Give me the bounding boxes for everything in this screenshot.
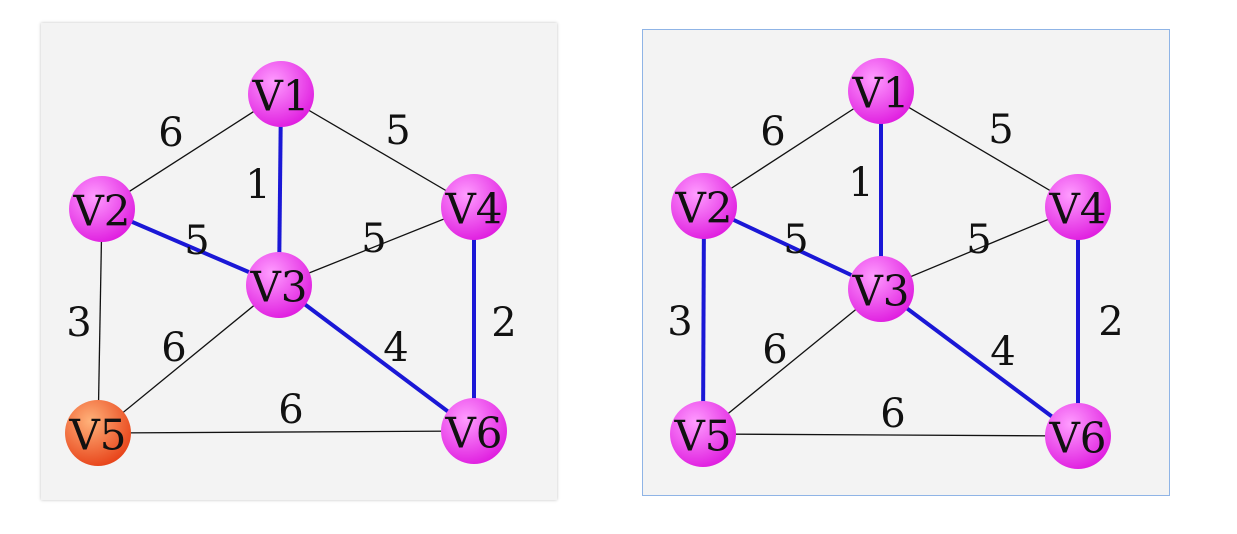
node-v3: V3 — [246, 252, 312, 318]
edge-v3-v6 — [277, 283, 476, 433]
node-label: V2 — [674, 184, 732, 233]
edge-weight-v2-v3: 5 — [783, 217, 808, 263]
edge-weight-v3-v5: 6 — [762, 327, 787, 373]
edge-weight-v1-v4: 5 — [385, 108, 410, 154]
edge-v1-v2 — [101, 93, 282, 210]
edge-v3-v6 — [879, 287, 1080, 438]
node-v1: V1 — [248, 61, 314, 127]
edge-v5-v6 — [702, 433, 1079, 437]
node-label: V4 — [1048, 185, 1106, 234]
node-v5: V5 — [65, 400, 131, 466]
edge-weight-v1-v3: 1 — [848, 160, 873, 206]
edge-v3-v4 — [880, 206, 1079, 290]
node-label: V3 — [851, 267, 909, 316]
node-circle — [248, 61, 314, 127]
node-v6: V6 — [1045, 403, 1111, 469]
node-label: V3 — [249, 263, 307, 312]
edge-weight-v3-v6: 4 — [990, 329, 1015, 375]
edge-weight-v1-v3: 1 — [245, 162, 270, 208]
node-circle — [69, 176, 135, 242]
edge-weight-v5-v6: 6 — [278, 387, 303, 433]
node-v3: V3 — [848, 256, 914, 322]
node-v2: V2 — [69, 176, 135, 242]
node-v4: V4 — [441, 174, 507, 240]
node-circle — [1045, 403, 1111, 469]
edge-v2-v5 — [701, 205, 706, 435]
edge-v3-v5 — [702, 288, 882, 435]
node-v6: V6 — [441, 398, 507, 464]
edge-v1-v4 — [880, 90, 1079, 208]
edge-v3-v4 — [278, 206, 475, 286]
edge-v1-v4 — [280, 93, 475, 208]
node-label: V1 — [251, 72, 309, 121]
edge-v2-v5 — [97, 208, 103, 434]
node-v4: V4 — [1045, 174, 1111, 240]
edge-weight-v3-v6: 4 — [383, 325, 408, 371]
edge-v3-v5 — [97, 284, 280, 434]
node-label: V5 — [68, 411, 126, 460]
edge-weight-v1-v2: 6 — [760, 109, 785, 155]
edge-v1-v2 — [703, 90, 882, 207]
node-v5: V5 — [670, 401, 736, 467]
node-circle — [441, 174, 507, 240]
node-circle — [848, 58, 914, 124]
edge-weight-v1-v4: 5 — [988, 107, 1013, 153]
edge-weight-v3-v4: 5 — [361, 216, 386, 262]
edge-weight-v2-v3: 5 — [184, 218, 209, 264]
node-circle — [441, 398, 507, 464]
edge-v5-v6 — [97, 430, 475, 434]
edge-weight-v2-v5: 3 — [66, 300, 91, 346]
node-label: V4 — [444, 185, 502, 234]
node-label: V6 — [444, 409, 502, 458]
node-v1: V1 — [848, 58, 914, 124]
node-label: V5 — [673, 412, 731, 461]
edge-weight-v1-v2: 6 — [158, 110, 183, 156]
node-circle — [246, 252, 312, 318]
node-circle — [1045, 174, 1111, 240]
node-v2: V2 — [671, 173, 737, 239]
node-circle — [65, 400, 131, 466]
edge-weight-v4-v6: 2 — [491, 300, 516, 346]
edge-weight-v4-v6: 2 — [1098, 299, 1123, 345]
node-label: V1 — [851, 69, 909, 118]
node-label: V6 — [1048, 414, 1106, 463]
node-circle — [670, 401, 736, 467]
edge-weight-v5-v6: 6 — [880, 391, 905, 437]
node-circle — [671, 173, 737, 239]
edge-weight-v3-v5: 6 — [161, 325, 186, 371]
edge-weight-v2-v5: 3 — [667, 299, 692, 345]
node-circle — [848, 256, 914, 322]
edge-weight-v3-v4: 5 — [966, 217, 991, 263]
node-label: V2 — [72, 187, 130, 236]
